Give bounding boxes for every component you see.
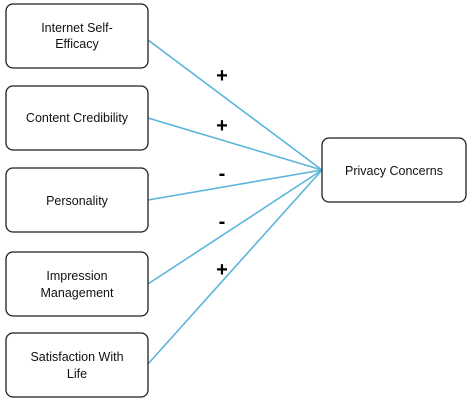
edge-content-credibility <box>147 117 323 171</box>
node-content-credibility: Content Credibility <box>5 85 149 151</box>
node-label-line: Impression <box>46 269 107 283</box>
sign-impression-management: - <box>219 211 226 233</box>
edge-signs: + + - - + <box>216 65 228 281</box>
edge-personality <box>147 169 323 201</box>
node-satisfaction-with-life: Satisfaction With Life <box>5 332 149 398</box>
edge-impression-management <box>147 169 323 285</box>
target-label: Privacy Concerns <box>345 164 443 178</box>
node-internet-self-efficacy: Internet Self- Efficacy <box>5 3 149 69</box>
edge-internet-self-efficacy <box>147 39 323 171</box>
node-personality: Personality <box>5 167 149 233</box>
node-label-line: Efficacy <box>55 37 99 51</box>
sign-satisfaction-with-life: + <box>216 259 228 281</box>
sign-internet-self-efficacy: + <box>216 65 228 87</box>
node-label-line: Management <box>41 286 114 300</box>
node-label-line: Satisfaction With <box>30 350 123 364</box>
node-label-line: Life <box>67 367 87 381</box>
edge-satisfaction-with-life <box>147 169 323 365</box>
sign-personality: - <box>219 163 226 185</box>
node-impression-management: Impression Management <box>5 251 149 317</box>
sign-content-credibility: + <box>216 115 228 137</box>
edges <box>147 39 323 365</box>
node-label-line: Content Credibility <box>26 111 129 125</box>
node-label-line: Internet Self- <box>41 21 113 35</box>
node-label-line: Personality <box>46 194 109 208</box>
node-privacy-concerns: Privacy Concerns <box>321 137 467 203</box>
